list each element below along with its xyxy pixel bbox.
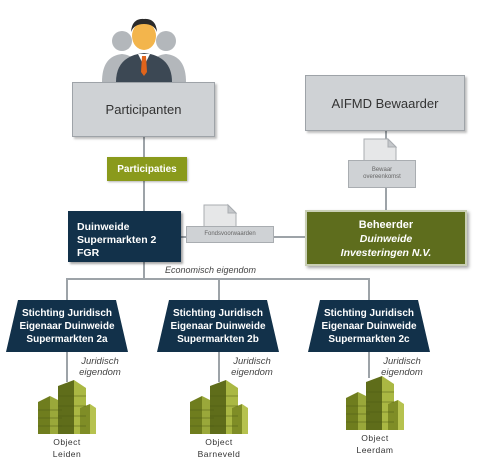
connector-participaties-fund	[143, 181, 145, 211]
building-icon	[36, 378, 98, 434]
stichting-2a-line2: Eigenaar Duinweide	[19, 320, 115, 332]
stichting-2c-line1: Stichting Juridisch	[323, 307, 414, 319]
participanten-box: Participanten	[72, 82, 215, 137]
aifmd-bewaarder-label: AIFMD Bewaarder	[331, 95, 439, 111]
object-leiden-line1: Object	[53, 437, 81, 447]
juridisch-2b-line1: Juridisch	[233, 356, 271, 367]
connector-2a-object	[66, 352, 68, 382]
object-leerdam-line2: Leerdam	[356, 445, 394, 455]
participanten-label: Participanten	[105, 102, 182, 117]
beheerder-box: Beheerder Duinweide Investeringen N.V.	[305, 210, 467, 266]
beheerder-line1: Duinweide	[359, 233, 413, 245]
juridisch-eigendom-2b: Juridisch eigendom	[222, 356, 282, 378]
connector-doc-beheerder	[385, 188, 387, 210]
stichting-2c: Stichting Juridisch Eigenaar Duinweide S…	[308, 300, 430, 352]
economisch-eigendom-text: Economisch eigendom	[165, 265, 257, 275]
fund-line2: Supermarkten 2 FGR	[77, 234, 157, 259]
connector-down-2c	[368, 278, 370, 300]
connector-2c-object	[368, 352, 370, 378]
juridisch-2b-line2: eigendom	[231, 367, 273, 378]
object-barneveld-label: Object Barneveld	[184, 436, 254, 460]
connector-2b-object	[218, 352, 220, 382]
stichting-2a-line1: Stichting Juridisch	[21, 307, 112, 319]
stichting-2b-line2: Eigenaar Duinweide	[170, 320, 266, 332]
connector-participanten-participaties	[143, 137, 145, 157]
stichting-2b-line3: Supermarkten 2b	[177, 333, 259, 345]
juridisch-2c-line1: Juridisch	[383, 356, 421, 367]
stichting-2a-line3: Supermarkten 2a	[26, 333, 108, 345]
beheerder-line2: Investeringen N.V.	[340, 247, 432, 259]
fund-line1: Duinweide	[77, 221, 130, 233]
stichting-2c-line2: Eigenaar Duinweide	[321, 320, 417, 332]
object-leerdam-label: Object Leerdam	[340, 432, 410, 456]
connector-down-2b	[218, 278, 220, 300]
fondsvoorwaarden-label: Fondsvoorwaarden	[186, 226, 274, 243]
stichting-2a: Stichting Juridisch Eigenaar Duinweide S…	[6, 300, 128, 352]
object-barneveld-line2: Barneveld	[197, 449, 241, 459]
stichting-2b: Stichting Juridisch Eigenaar Duinweide S…	[157, 300, 279, 352]
bewaarovereenkomst-label: Bewaar overeenkomst	[348, 160, 416, 188]
participaties-label: Participaties	[107, 157, 187, 181]
object-leiden-label: Object Leiden	[36, 436, 98, 460]
stichting-2b-line1: Stichting Juridisch	[172, 307, 263, 319]
fund-box: Duinweide Supermarkten 2 FGR	[68, 211, 181, 262]
participaties-text: Participaties	[117, 163, 177, 175]
economisch-eigendom-label: Economisch eigendom	[165, 265, 295, 276]
bewaarovereenkomst-line2: overeenkomst	[363, 174, 401, 180]
juridisch-2a-line1: Juridisch	[81, 356, 119, 367]
juridisch-eigendom-2a: Juridisch eigendom	[70, 356, 130, 378]
object-leiden-line2: Leiden	[52, 449, 82, 459]
people-icon	[96, 14, 192, 82]
bewaarovereenkomst-line1: Bewaar	[371, 167, 393, 173]
juridisch-2a-line2: eigendom	[79, 367, 121, 378]
building-icon	[344, 374, 406, 430]
connector-fund-down	[143, 262, 145, 280]
beheerder-title: Beheerder	[358, 219, 414, 231]
stichting-2c-line3: Supermarkten 2c	[328, 333, 410, 345]
fondsvoorwaarden-text: Fondsvoorwaarden	[204, 231, 256, 237]
aifmd-bewaarder-box: AIFMD Bewaarder	[305, 75, 465, 131]
object-leerdam-line1: Object	[361, 433, 389, 443]
building-icon	[188, 378, 250, 434]
juridisch-eigendom-2c: Juridisch eigendom	[372, 356, 432, 378]
object-barneveld-line1: Object	[205, 437, 233, 447]
connector-down-2a	[66, 278, 68, 300]
juridisch-2c-line2: eigendom	[381, 367, 423, 378]
